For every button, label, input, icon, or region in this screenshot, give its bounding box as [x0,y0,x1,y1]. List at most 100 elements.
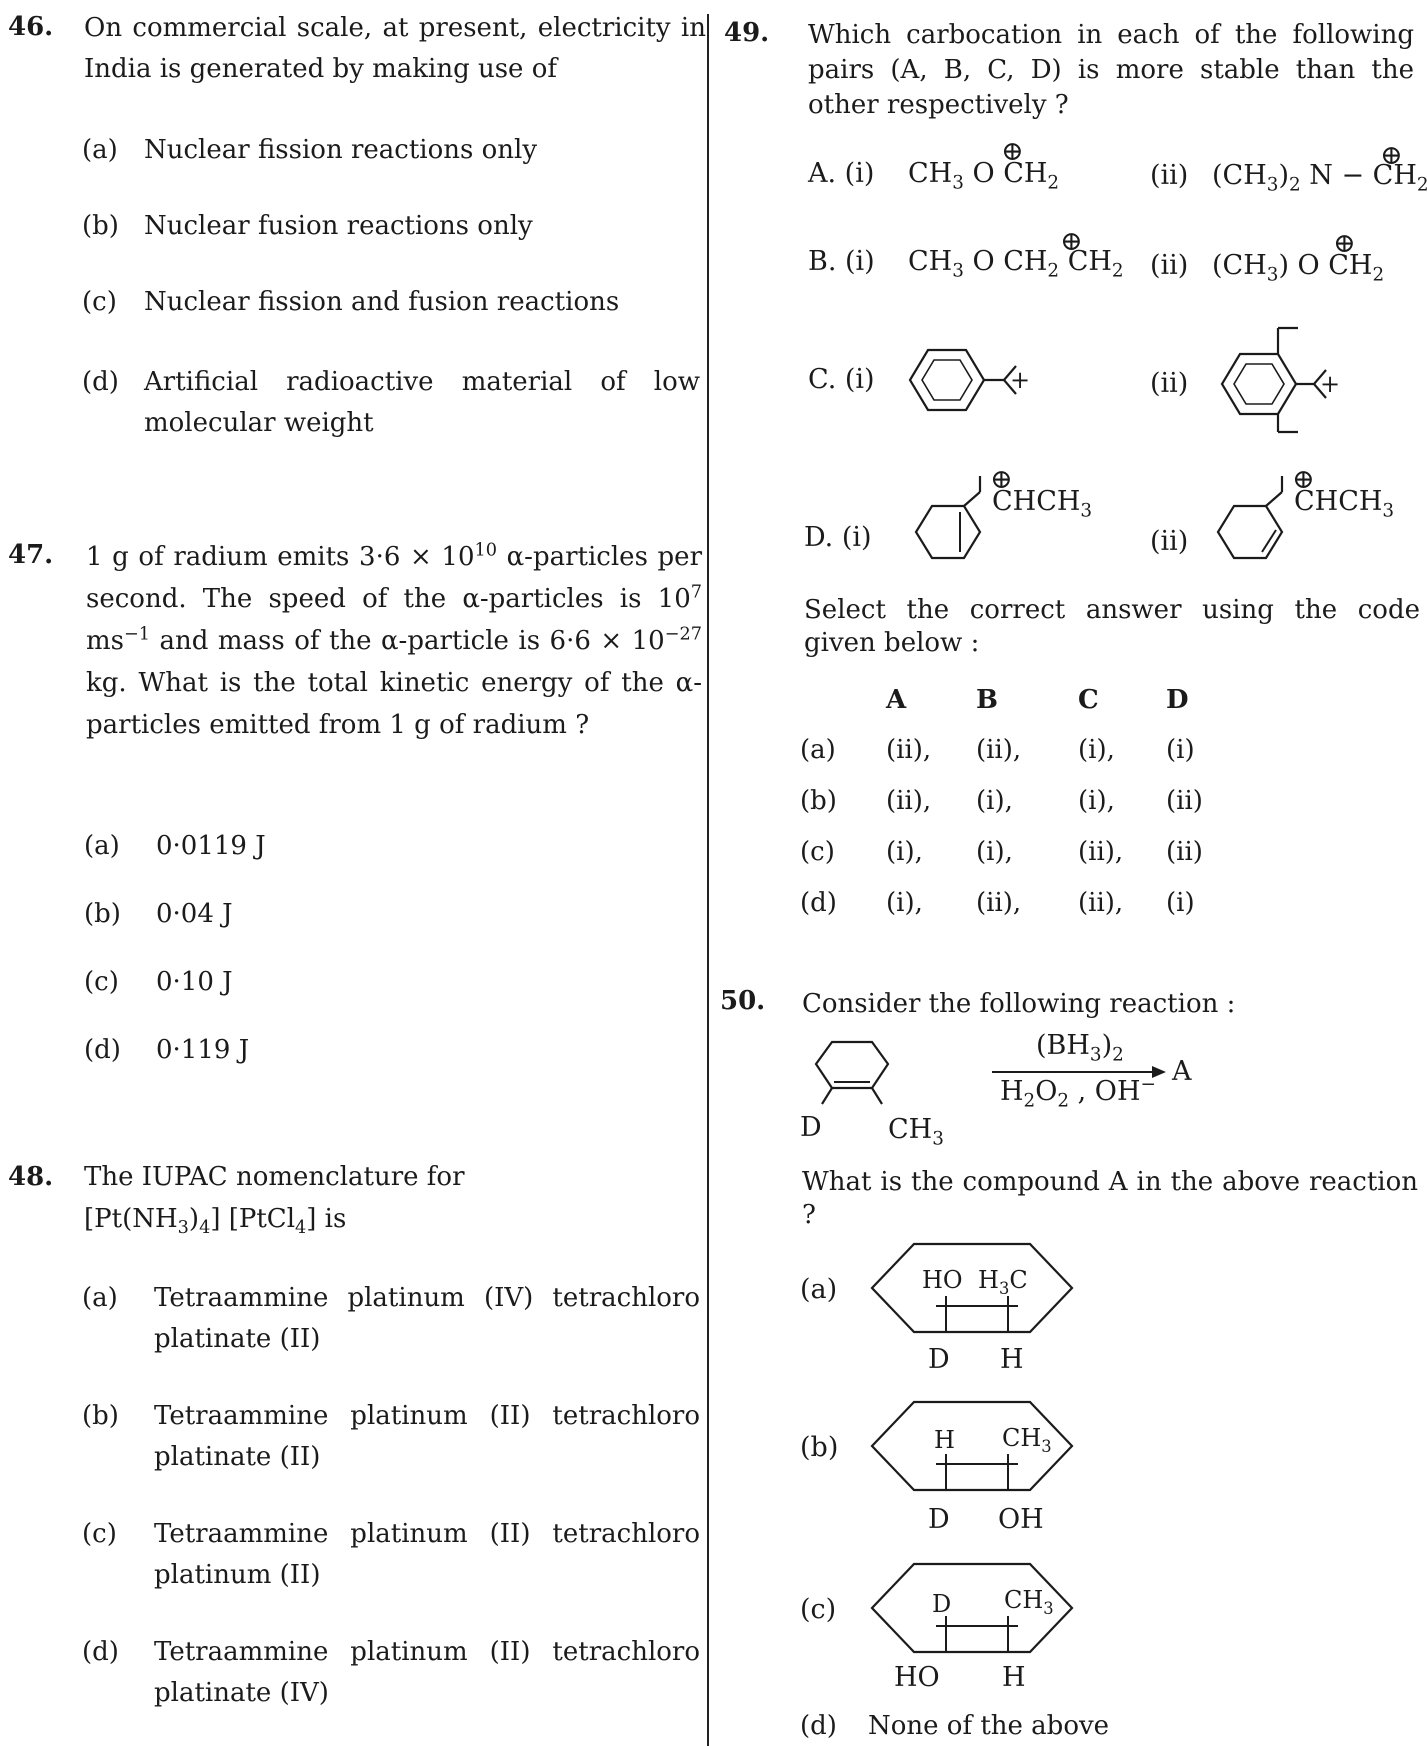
q47-text-part: α-particles per second. The speed of the… [86,542,702,614]
code-cell: (ii), [1078,887,1124,918]
reactant-cyclohexene-structure [814,1040,890,1105]
option-label: (b) [84,899,121,929]
option-b-top-left: H [934,1426,955,1454]
option-text: 0·119 J [156,1035,250,1065]
code-header-row: A B C D [800,676,1226,724]
code-cell: (i) [1166,734,1195,765]
option-label: (a) [800,734,836,765]
option-a-bottom-left: D [928,1344,950,1375]
pair-b-i-formula: CH3 O CH2 CH2 [908,246,1124,282]
svg-text:+: + [1320,370,1340,398]
q50-option-b-structure [870,1400,1074,1492]
code-header: C [1078,685,1099,715]
formula-part: ] is [306,1204,347,1234]
q49-text: Which carbocation in each of the followi… [808,20,1414,120]
option-text: Nuclear fission reactions only [144,135,538,165]
option-text: Nuclear fission and fusion reactions [144,287,620,317]
carbocation-charge: ⊕ [1001,136,1024,167]
pair-b-label: B. (i) [808,246,875,277]
carbocation-charge: ⊕ [1292,464,1315,495]
q47-sup: 10 [474,540,498,561]
q49-option-b[interactable]: (b) (ii), (i), (i), (ii) [800,775,1226,826]
option-label: (d) [800,887,837,918]
reaction-product-a: A [1172,1056,1192,1087]
q47-number: 47. [8,540,54,570]
q47-text-part: ms [86,626,124,656]
q47-sup: −1 [124,624,151,645]
option-label: (c) [82,1519,117,1549]
code-cell: (i), [976,836,1013,867]
option-a-top-left: HO [922,1266,963,1294]
pair-a-i-formula: CH3 O CH2 [908,158,1060,194]
option-b-bottom-right: OH [998,1504,1044,1535]
option-label: (c) [82,287,117,317]
option-label: (a) [84,831,120,861]
option-text: Tetraammine platinum (IV) tetrachloro pl… [154,1283,700,1354]
q50-option-a-label[interactable]: (a) [800,1274,838,1305]
option-b-bottom-left: D [928,1504,950,1535]
q47-sup: −27 [664,624,702,645]
code-cell: (i), [886,836,923,867]
option-c-bottom-right: H [1002,1662,1026,1693]
column-divider [707,14,709,1746]
formula-sub: 4 [199,1218,211,1239]
reactant-substituent-ch3: CH3 [888,1114,944,1150]
option-c-top-left: D [932,1590,952,1618]
q50-number: 50. [720,986,766,1016]
code-header: D [1166,685,1189,715]
carbocation-charge: ⊕ [1060,226,1083,257]
pair-d-ii-group: CHCH3 [1294,486,1395,522]
code-cell: (i) [1166,887,1195,918]
q46-number: 46. [8,12,54,42]
code-cell: (ii) [1166,836,1203,867]
q47-text-part: and mass of the α-particle is 6·6 × 10 [150,626,665,656]
option-text: 0·10 J [156,967,233,997]
option-text: 0·04 J [156,899,233,929]
code-cell: (i), [886,887,923,918]
pair-a-ii-label: (ii) [1150,160,1189,191]
reagent-bottom: H2O2 , OH− [1000,1074,1156,1112]
code-cell: (ii), [976,887,1022,918]
code-cell: (ii), [1078,836,1124,867]
code-cell: (ii), [886,734,932,765]
option-label: (d) [84,1035,121,1065]
cyclohexenyl-cation-ii-structure [1216,476,1284,560]
pair-a-ii-formula: (CH3)2 N − CH2 [1212,160,1427,196]
q47-text: 1 g of radium emits 3·6 × 1010 α-particl… [86,536,702,746]
option-a-top-right: H3C [978,1266,1028,1298]
q49-option-c[interactable]: (c) (i), (i), (ii), (ii) [800,826,1226,877]
q50-option-c-structure [870,1562,1074,1654]
option-label: (b) [82,1401,119,1431]
reaction-arrow [992,1066,1166,1078]
code-cell: (ii) [1166,785,1203,816]
option-label: (b) [82,211,119,241]
q50-option-c-label[interactable]: (c) [800,1594,837,1625]
pair-d-label: D. (i) [804,522,872,553]
q49-option-d[interactable]: (d) (i), (ii), (ii), (i) [800,877,1226,928]
q47-sup: 7 [690,582,702,603]
svg-text:+: + [1010,366,1030,394]
pair-d-ii-label: (ii) [1150,526,1189,557]
option-text: 0·0119 J [156,831,266,861]
option-label: (d) [82,1637,119,1667]
pair-c-ii-label: (ii) [1150,368,1189,399]
code-cell: (ii), [886,785,932,816]
reagent-top: (BH3)2 [1036,1030,1124,1066]
code-header: B [976,685,998,715]
q46-text: On commercial scale, at present, electri… [84,13,706,84]
carbocation-charge: ⊕ [1333,228,1356,259]
q50-option-b-label[interactable]: (b) [800,1432,839,1463]
dimethyl-cumyl-cation-structure: + [1220,326,1340,434]
cyclohexenyl-cation-i-structure [914,476,982,560]
q49-select-text: Select the correct answer using the code… [804,595,1420,658]
option-label: (b) [800,785,837,816]
code-cell: (i), [976,785,1013,816]
option-text: Artificial radioactive material of low m… [144,367,700,438]
formula-part: ] [PtCl [210,1204,296,1234]
q49-option-a[interactable]: (a) (ii), (ii), (i), (i) [800,724,1226,775]
formula-part: [Pt(NH [84,1204,178,1234]
code-cell: (ii), [976,734,1022,765]
formula-sub: 3 [177,1218,189,1239]
pair-c-label: C. (i) [808,364,875,395]
